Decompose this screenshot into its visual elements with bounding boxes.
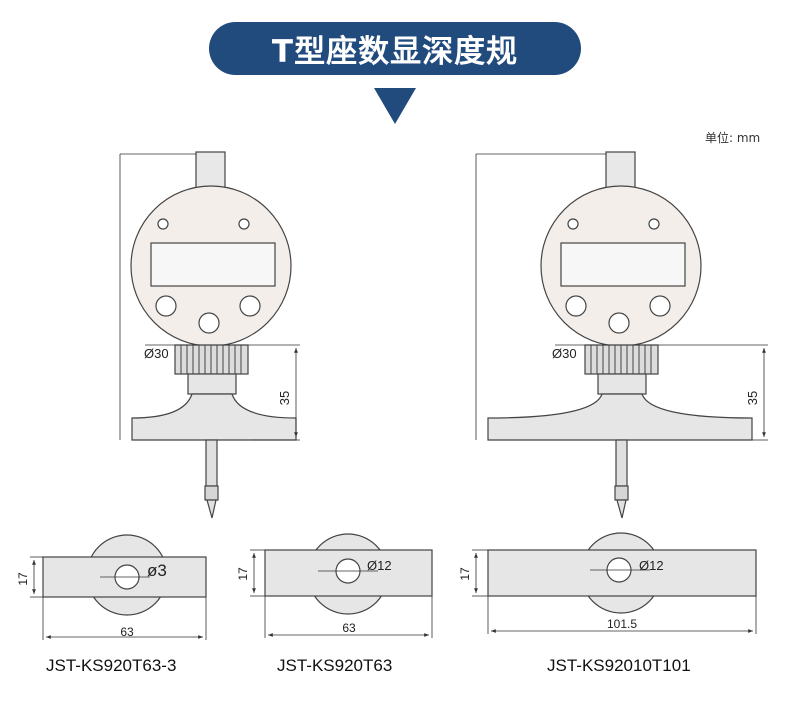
button-center <box>198 312 220 334</box>
bore-label: Ø12 <box>367 558 392 573</box>
probe <box>205 439 218 487</box>
button-right <box>649 295 671 317</box>
page-title: T型座数显深度规 <box>271 34 519 70</box>
bore-label: Ø12 <box>639 558 664 573</box>
button-right <box>239 295 261 317</box>
down-arrow-icon <box>374 88 416 124</box>
bore-label: ø3 <box>147 561 167 580</box>
t-base <box>487 393 753 441</box>
model-label-3: JST-KS92010T101 <box>547 656 691 675</box>
base-height-label: 17 <box>16 572 30 586</box>
probe <box>615 439 628 487</box>
title-banner: T型座数显深度规 <box>209 22 581 75</box>
base-length-label: 63 <box>342 621 356 635</box>
base-height-label: 17 <box>236 567 250 581</box>
button-left <box>565 295 587 317</box>
unit-note: 单位: mm <box>705 131 761 145</box>
model-label-1: JST-KS920T63-3 <box>46 656 177 675</box>
base-length-label: 101.5 <box>607 617 637 631</box>
depth-gauge-right <box>475 151 768 519</box>
height-label: 35 <box>277 391 292 405</box>
dial-diameter-label: Ø30 <box>552 346 577 361</box>
lcd-display <box>560 242 686 287</box>
model-label-2: JST-KS920T63 <box>277 656 393 675</box>
height-label: 35 <box>745 391 760 405</box>
base-top-view-2 <box>250 533 433 638</box>
dial-diameter-label: Ø30 <box>144 346 169 361</box>
depth-gauge-left <box>119 151 300 519</box>
button-center <box>608 312 630 334</box>
base-top-view-1 <box>30 534 207 640</box>
base-length-label: 63 <box>120 625 134 639</box>
base-top-view-3 <box>472 532 757 634</box>
base-height-label: 17 <box>458 567 472 581</box>
button-left <box>155 295 177 317</box>
t-base <box>131 393 297 441</box>
lcd-display <box>150 242 276 287</box>
